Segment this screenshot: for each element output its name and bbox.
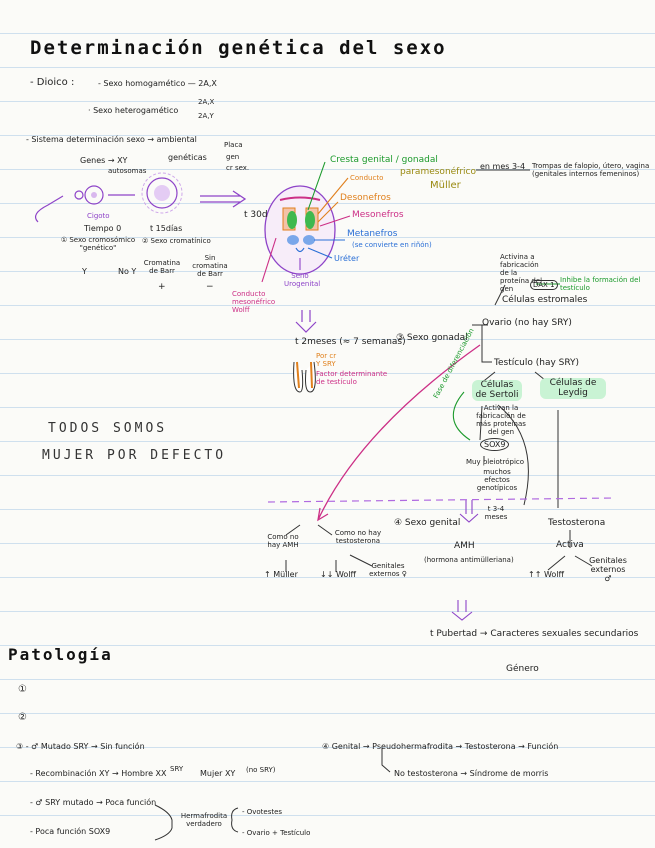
genero: Género: [506, 664, 539, 674]
amh: AMH: [454, 541, 475, 551]
sexo-genital: ④ Sexo genital: [394, 518, 461, 528]
page-title: Determinación genética del sexo: [30, 37, 447, 59]
mes-3-4: en mes 3-4: [480, 162, 526, 171]
sexo-gonadal: ③ Sexo gonadal: [396, 333, 468, 343]
minus-sign: −: [206, 282, 214, 292]
genitales-externos-m: Genitales externos ♂: [589, 556, 627, 584]
mujer-por-defecto: MUJER POR DEFECTO: [42, 448, 227, 463]
sox9-note: Activan la fabricación de más proteínas …: [476, 404, 526, 437]
patologia-item-2: ②: [18, 712, 27, 723]
sox9: SOX9: [480, 438, 510, 452]
wolff-up: ↑↑ Wolff: [528, 570, 565, 579]
ovario-testiculo: - Ovario + Testículo: [242, 829, 311, 837]
dioico-label: - Dioico :: [30, 77, 75, 88]
muchos-efectos: muchos efectos genotípicos: [476, 468, 518, 493]
wolff-down: ↓↓ Wolff: [320, 570, 357, 579]
desonefros: Desonefros: [340, 193, 391, 203]
como-no-amh: Como no hay AMH: [267, 533, 299, 550]
zygote-small-icon: [74, 190, 84, 200]
patologia-item-1: ①: [18, 684, 27, 695]
trompas: Trompas de falopio, útero, vagina (genit…: [532, 162, 650, 179]
cigoto-label: Cigoto: [87, 212, 110, 220]
testosterona: Testosterona: [548, 518, 606, 528]
plus-sign: +: [158, 282, 166, 292]
cromatina-barr: Cromatina de Barr: [143, 259, 181, 276]
autosomas: autosomas: [108, 167, 147, 175]
big-arrow-icon: [200, 190, 247, 208]
patologia-heading: Patología: [8, 645, 113, 664]
muller-up: ↑ Müller: [264, 570, 298, 579]
xy-y: Y: [82, 267, 87, 276]
tiempo-0: Tiempo 0: [84, 224, 122, 233]
paramesonefrico: paramesonéfrico: [400, 167, 477, 177]
t-30d: t 30d: [244, 210, 268, 220]
mesonefros: Mesonefros: [352, 210, 404, 220]
factor-determinante: Factor determinante de testículo: [316, 370, 388, 387]
testiculo: Testículo (hay SRY): [494, 358, 580, 368]
sexo-homogametico: - Sexo homogamético — 2A,X: [98, 79, 217, 88]
xy-no-y: No Y: [118, 267, 137, 276]
patologia-item-3: ③ - ♂ Mutado SRY → Sin función: [16, 742, 145, 751]
celulas-estromales: Células estromales: [502, 295, 588, 305]
sexo-cromatinico: ② Sexo cromatínico: [142, 237, 211, 245]
ureter: Uréter: [334, 254, 360, 263]
como-no-testosterona: Como no hay testosterona: [334, 529, 382, 546]
muy-pleiotropico: Muy pleiotrópico: [466, 458, 525, 466]
hermafrodita: Hermafrodita verdadero: [180, 812, 228, 829]
celulas-leydig: Células de Leydig: [540, 378, 606, 399]
opt-gen: gen: [226, 153, 240, 161]
seno-urogenital: Seno Urogenital: [284, 272, 321, 289]
sistema-label: - Sistema determinación sexo → ambiental: [26, 135, 197, 144]
conducto-wolff: Conducto mesonéfrico Wolff: [232, 290, 276, 315]
todos-somos: TODOS SOMOS: [48, 421, 168, 436]
mujer-xy: Mujer XY: [200, 769, 236, 778]
metanefros-sub: (se convierte en riñón): [352, 241, 432, 249]
activina-note: Activina a fabricación de la proteína de…: [500, 253, 543, 294]
dos-meses: t 2meses (≈ 7 semanas): [295, 337, 406, 347]
muller: Müller: [430, 180, 461, 191]
t-15dias: t 15días: [150, 224, 183, 233]
ovario: Ovario (no hay SRY): [482, 318, 572, 328]
genitales-externos-f: Genitales externos ♀: [369, 562, 407, 579]
metanefros: Metanefros: [347, 229, 398, 239]
blastocyst-icon: [146, 177, 178, 209]
amh-sub: (hormona antimülleriana): [424, 556, 514, 564]
conducto: Conducto: [350, 174, 384, 182]
geneticas: genéticas: [168, 153, 207, 162]
t-3-4-meses: t 3-4 meses: [484, 505, 508, 522]
cresta-genital: Cresta genital / gonadal: [330, 155, 438, 165]
por-sry: Por cr Y SRY: [316, 352, 337, 369]
sexo-cromosomico: ① Sexo cromosómico "genético": [60, 236, 136, 253]
opt-cr-sex: cr sex.: [226, 164, 250, 172]
mujer-no-sry: (no SRY): [246, 766, 276, 774]
hetero-b: 2A,Y: [198, 112, 214, 120]
recombinacion: - Recombinación XY → Hombre XX: [30, 769, 167, 778]
genital-4: ④ Genital → Pseudohermafrodita → Testost…: [322, 742, 559, 751]
zygote-icon: [84, 185, 104, 205]
celulas-sertoli: Células de Sertoli: [472, 380, 522, 401]
inhibe-testiculo: Inhibe la formación del testículo: [560, 276, 641, 293]
sin-cromatina-barr: Sin cromatina de Barr: [192, 254, 228, 279]
activa: Activa: [556, 540, 584, 550]
dax1: DAX 1: [530, 280, 558, 291]
ovotestes: - Ovotestes: [242, 808, 283, 816]
no-testosterona: No testosterona → Síndrome de morris: [394, 769, 549, 778]
sry-superscript: SRY: [170, 765, 184, 773]
poca-funcion-sox9: - Poca función SOX9: [30, 827, 111, 836]
pubertad: t Pubertad → Caracteres sexuales secunda…: [430, 629, 639, 639]
sry-mutado: - ♂ SRY mutado → Poca función: [30, 798, 157, 807]
opt-placa: Placa: [224, 141, 243, 149]
genes-xy: Genes → XY: [80, 156, 128, 165]
sexo-heterogametico: · Sexo heterogamético: [88, 106, 179, 115]
hetero-a: 2A,X: [198, 98, 215, 106]
